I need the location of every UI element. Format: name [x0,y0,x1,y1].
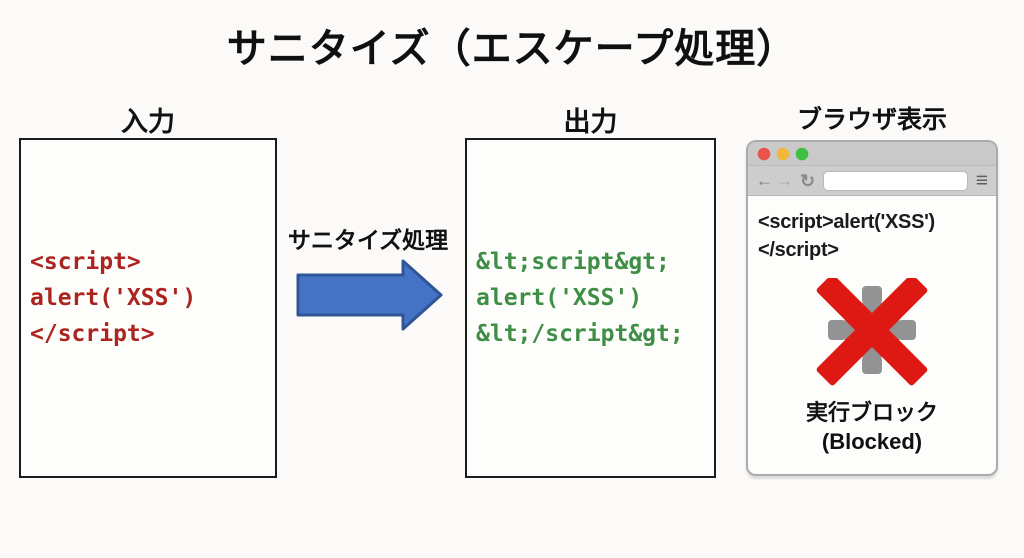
red-x-icon [816,278,928,386]
right-arrow-icon [296,259,443,331]
input-label: 入力 [121,107,175,137]
right-arrow-outline [296,259,443,331]
output-code-line: &lt;/script&gt; [476,321,684,347]
output-code-line: alert('XSS') [476,285,643,311]
rendered-escaped-code: <script>alert('XSS') </script> [758,208,990,264]
blocked-gear-x-icon [816,278,928,386]
input-code: <script> alert('XSS') </script> [30,244,196,352]
blocked-caption: 実行ブロック (Blocked) [748,398,996,456]
browser-label: ブラウザ表示 [796,106,947,134]
transform-label: サニタイズ処理 [287,227,449,253]
rendered-code-line: <script>alert('XSS') [758,211,935,233]
page-title: サニタイズ（エスケープ処理） [226,27,798,71]
output-label: 出力 [563,107,618,137]
url-bar [823,170,968,191]
zoom-dot-icon [795,147,809,160]
browser-content: <script>alert('XSS') </script> [748,208,996,474]
input-code-line: <script> [30,249,141,275]
browser-titlebar [748,142,996,165]
forward-icon: → [776,171,793,190]
menu-icon: ≡ [975,169,988,192]
browser-window: ← → ↻ ≡ <script>alert('XSS') </script> [746,140,998,476]
blocked-caption-en: (Blocked) [821,429,923,454]
input-box: <script> alert('XSS') </script> [19,138,277,478]
rendered-code-line: </script> [758,239,839,261]
blocked-caption-ja: 実行ブロック [805,400,938,425]
input-code-line: </script> [30,321,155,347]
output-code: &lt;script&gt; alert('XSS') &lt;/script&gt… [476,244,684,352]
minimize-dot-icon [776,147,790,160]
right-arrow-shape [298,261,441,329]
output-box: &lt;script&gt; alert('XSS') &lt;/script&gt… [465,138,716,478]
browser-toolbar: ← → ↻ ≡ [748,165,996,196]
reload-icon: ↻ [800,170,816,191]
output-code-line: &lt;script&gt; [476,249,670,275]
traffic-lights [757,147,809,160]
close-dot-icon [757,147,771,160]
input-code-line: alert('XSS') [30,285,197,311]
back-icon: ← [756,171,773,190]
